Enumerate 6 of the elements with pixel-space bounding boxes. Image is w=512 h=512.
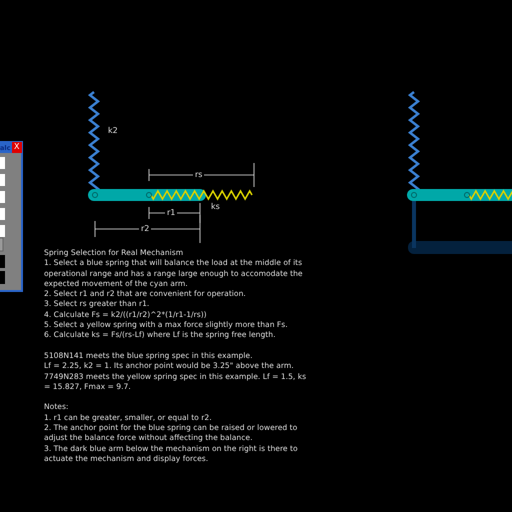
dimension-label: r2 [139, 224, 152, 234]
dimension-label: r1 [165, 208, 178, 218]
dimension-label: rs [193, 170, 204, 180]
close-icon: X [14, 142, 20, 152]
spring-label: ks [211, 202, 220, 212]
spring-label: k2 [108, 126, 118, 136]
